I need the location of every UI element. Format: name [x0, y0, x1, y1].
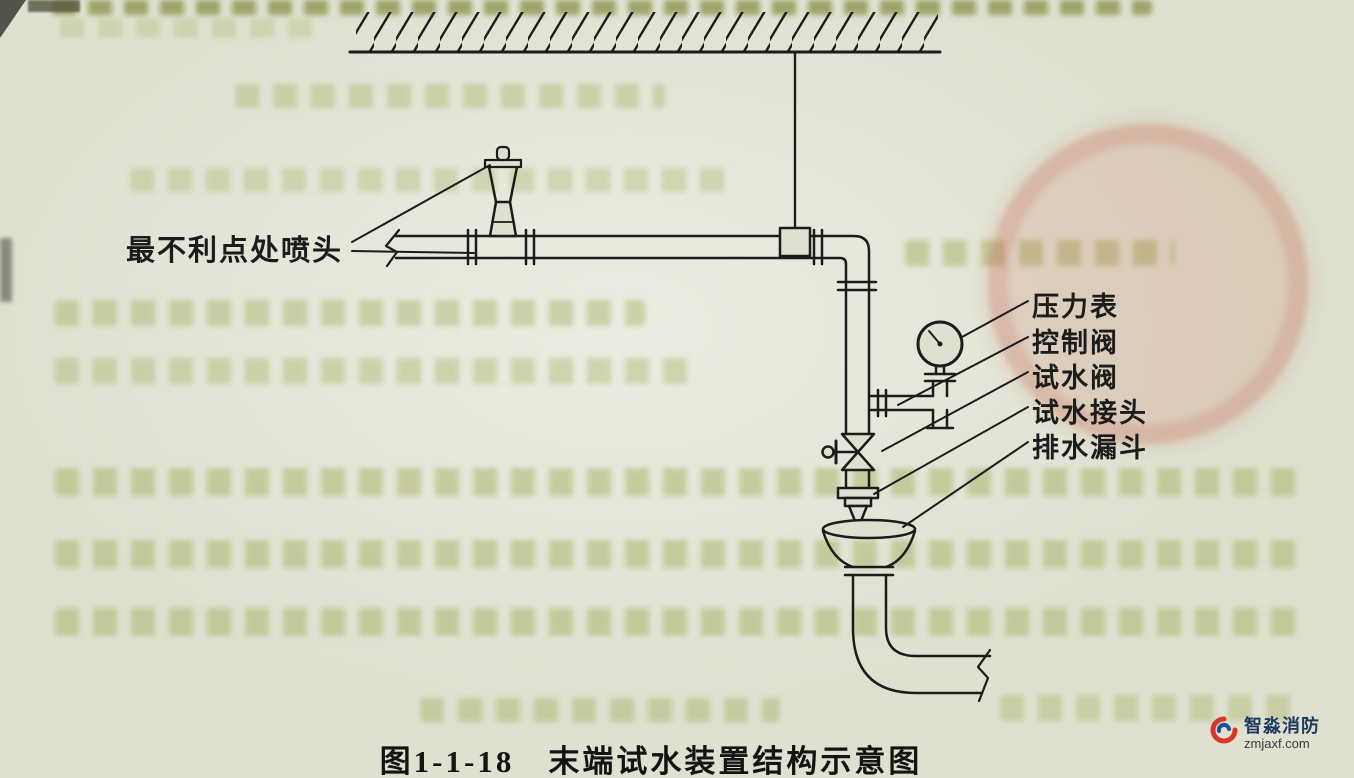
drain-pipe-elbow [851, 573, 992, 703]
watermark-site: zmjaxf.com [1244, 735, 1310, 751]
pipe-break-symbol [976, 648, 992, 703]
ceiling-hatching [348, 12, 942, 54]
label-control-valve: 控制阀 [1032, 328, 1119, 358]
test-valve-symbol [821, 432, 876, 472]
watermark-brand: 智淼消防 [1244, 716, 1320, 736]
valve-handle [821, 445, 835, 459]
pipe-break-symbol [384, 228, 401, 268]
watermark-logo-icon [1210, 716, 1238, 744]
sprinkler-head [483, 145, 523, 238]
figure-caption: 图1-1-18 末端试水装置结构示意图 [379, 744, 923, 778]
label-test-connector: 试水接头 [1032, 398, 1148, 428]
drain-funnel-shape [821, 518, 917, 577]
site-watermark: 智淼消防 zmjaxf.com [1210, 716, 1320, 752]
test-connector-fitting [836, 486, 880, 523]
hanger-coupling [778, 226, 812, 258]
label-test-valve: 试水阀 [1032, 363, 1119, 393]
label-pressure-gauge: 压力表 [1032, 292, 1119, 322]
pressure-gauge-assembly [867, 320, 964, 430]
gauge-needle [928, 330, 941, 345]
leader-lines [351, 164, 1029, 528]
pipework [384, 226, 878, 490]
label-drain-funnel: 排水漏斗 [1032, 433, 1148, 463]
label-sprinkler: 最不利点处喷头 [126, 235, 344, 267]
